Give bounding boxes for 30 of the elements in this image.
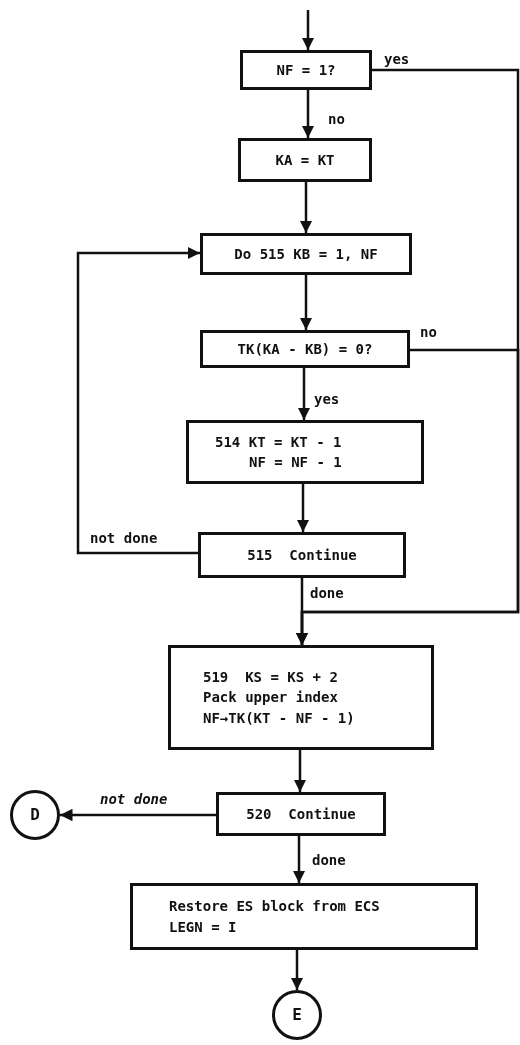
process-box: TK(KA - KB) = 0? <box>200 330 410 368</box>
process-box: KA = KT <box>238 138 372 182</box>
process-text: Pack upper index <box>203 688 338 708</box>
process-box <box>186 420 424 484</box>
arrow <box>295 578 309 645</box>
arrow <box>297 368 311 420</box>
process-text: NF = NF - 1 <box>249 453 342 472</box>
process-text: Restore ES block from ECS <box>169 897 380 917</box>
arrow <box>299 182 313 233</box>
process-text: LEGN = I <box>169 917 237 937</box>
arrow <box>296 484 310 532</box>
arrow <box>60 808 216 822</box>
arrow <box>292 836 306 883</box>
process-box: NF = 1? <box>240 50 372 90</box>
process-box: Do 515 KB = 1, NF <box>200 233 412 275</box>
process-box: 515 Continue <box>198 532 406 578</box>
arrow <box>293 750 307 792</box>
process-text: NF→TK(KT - NF - 1) <box>203 708 355 728</box>
process-text: 519 KS = KS + 2 <box>203 668 338 688</box>
arrow <box>301 90 315 138</box>
connector-circle: E <box>272 990 322 1040</box>
connector-circle: D <box>10 790 60 840</box>
process-text: 514 KT = KT - 1 <box>215 432 342 452</box>
arrow <box>290 950 304 990</box>
process-box <box>168 645 434 750</box>
arrow <box>301 10 315 50</box>
process-box <box>130 883 478 950</box>
arrow <box>299 275 313 330</box>
process-box: 520 Continue <box>216 792 386 836</box>
arrow <box>76 246 200 555</box>
